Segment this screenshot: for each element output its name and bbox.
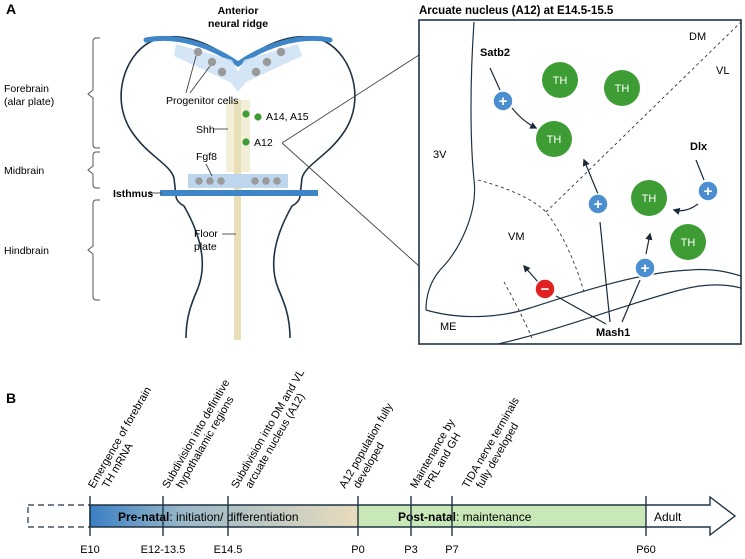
mash1-plus-badge: + [634, 257, 656, 279]
mash1-minus-badge: − [534, 278, 556, 300]
mash1-label: Mash1 [596, 327, 630, 339]
event-label-2a: Subdivision into definitive [160, 378, 232, 491]
a14-a15-label: A14, A15 [266, 111, 309, 123]
th-cell: TH [670, 224, 706, 260]
regulation-arrows [489, 67, 705, 325]
satb2-plus-badge: + [492, 90, 514, 112]
prenatal-label: Pre-natal: initiation/ differentiation [118, 510, 299, 524]
svg-text:TH: TH [642, 193, 657, 205]
th-cell: TH [604, 70, 640, 106]
timeline-ticks [89, 496, 647, 536]
fgf8-label: Fgf8 [196, 151, 217, 163]
floor-label-1: Floor [194, 228, 218, 240]
svg-text:TH: TH [681, 237, 696, 249]
timeline-arrow-outline [89, 495, 737, 537]
th-cell: TH [542, 62, 578, 98]
anterior-label-2: neural ridge [208, 18, 268, 30]
timeline-events: Emergence of forebrain TH mRNA Subdivisi… [86, 367, 522, 490]
tick-label-e10: E10 [80, 544, 100, 556]
dlx-plus-badge: + [697, 180, 719, 202]
region-3v: 3V [433, 149, 447, 161]
satb2-label: Satb2 [480, 47, 510, 59]
region-dm: DM [689, 31, 706, 43]
event-label-3a: Subdivision into DM and VL [229, 367, 307, 490]
tick-label-p0: P0 [351, 544, 364, 556]
svg-text:−: − [541, 281, 550, 298]
forebrain-label-2: (alar plate) [4, 96, 54, 108]
floor-label-2: plate [194, 241, 217, 253]
th-cell: TH [536, 121, 572, 157]
inset-frame [418, 19, 742, 345]
timeline-tick-labels: E10 E12-13.5 E14.5 P0 P3 P7 P60 [80, 544, 656, 556]
region-brackets [87, 37, 100, 301]
tick-label-p60: P60 [636, 544, 656, 556]
anterior-neural-ridge [143, 35, 333, 68]
a12-label: A12 [254, 137, 273, 149]
tick-label-p3: P3 [404, 544, 417, 556]
shh-label: Shh [196, 124, 215, 136]
region-vm: VM [508, 231, 525, 243]
svg-text:TH: TH [547, 134, 562, 146]
region-vl: VL [716, 65, 729, 77]
vm-boundary [477, 179, 585, 293]
third-ventricle-wall [425, 21, 476, 311]
event-label-1a: Emergence of forebrain [86, 385, 154, 491]
svg-text:+: + [704, 183, 713, 200]
region-me: ME [440, 321, 457, 333]
progenitor-cells [193, 47, 286, 77]
median-eminence-wall [425, 268, 742, 318]
a15-cell [254, 113, 262, 121]
inset-title: Arcuate nucleus (A12) at E14.5-15.5 [419, 5, 614, 17]
svg-text:+: + [641, 260, 650, 277]
isthmus-label: Isthmus [113, 188, 153, 200]
svg-text:TH: TH [615, 83, 630, 95]
svg-text:+: + [594, 196, 603, 213]
zoom-lines [281, 54, 420, 267]
a12-cell [242, 138, 250, 146]
tick-label-e12: E12-13.5 [141, 544, 186, 556]
isthmus-bar [160, 190, 318, 196]
timeline-pre-dashed [27, 504, 91, 528]
timeline-prenatal-segment [90, 505, 358, 527]
svg-text:TH: TH [553, 75, 568, 87]
dlx-label: Dlx [690, 141, 708, 153]
panel-b-letter: B [6, 390, 16, 406]
me-lower-wall [497, 284, 742, 345]
panel-a-letter: A [6, 1, 16, 17]
progenitor-zone [174, 44, 302, 92]
progenitor-label: Progenitor cells [166, 95, 238, 107]
postnatal-label: Post-natal: maintenance [398, 510, 532, 524]
fgf8-pointer [205, 163, 213, 177]
fgf8-domain [188, 174, 288, 188]
fgf8-cells [195, 177, 281, 185]
tick-label-e14: E14.5 [214, 544, 243, 556]
th-cell: TH [631, 180, 667, 216]
tick-label-p7: P7 [445, 544, 458, 556]
adult-label: Adult [654, 510, 682, 524]
hindbrain-label: Hindbrain [4, 245, 49, 257]
progenitor-pointer-lines [185, 55, 211, 94]
midbrain-label: Midbrain [4, 165, 44, 177]
me-boundary [503, 281, 533, 339]
forebrain-label-1: Forebrain [4, 83, 49, 95]
mash1-plus-badge: + [587, 193, 609, 215]
svg-text:+: + [499, 93, 508, 110]
timeline-postnatal-segment [358, 505, 646, 527]
anterior-label-1: Anterior [218, 5, 259, 17]
floor-plate [234, 100, 241, 340]
a14-cell [242, 110, 250, 118]
